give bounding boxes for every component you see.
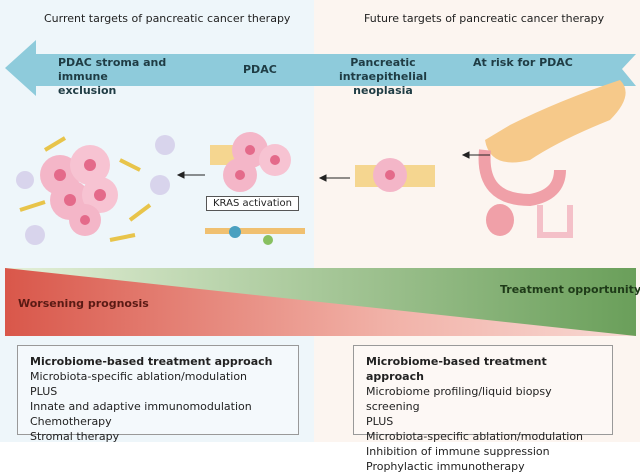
stage-at-risk: At risk for PDAC: [473, 56, 573, 69]
stage-stroma: PDAC stroma and immune exclusion: [58, 56, 167, 97]
treatment-opportunity-label: Treatment opportunity: [500, 283, 640, 296]
membrane-signaling: [205, 226, 305, 245]
box-item: Microbiota-specific ablation/modulation: [30, 370, 248, 383]
pancreas-organs: [478, 80, 626, 238]
current-treatment-box: Microbiome-based treatment approach Micr…: [17, 345, 299, 443]
box-item: Chemotherapy: [30, 415, 112, 428]
box-item: Innate and adaptive immunomodulation: [30, 400, 252, 413]
kras-activation-label: KRAS activation: [206, 196, 299, 211]
stage-panin: Pancreatic intraepithelial neoplasia: [338, 56, 428, 97]
diagram-graphics: [5, 40, 636, 336]
box-title: Microbiome-based treatment approach: [366, 355, 547, 383]
tumor-cells-pdac: [210, 132, 291, 192]
tumor-cells-stroma: [16, 135, 175, 245]
box-item: PLUS: [366, 415, 394, 428]
progression-arrows: [176, 151, 490, 182]
progression-arrow: [5, 40, 636, 96]
header-current: Current targets of pancreatic cancer the…: [44, 12, 291, 25]
box-item: PLUS: [30, 385, 58, 398]
stage-pdac: PDAC: [243, 63, 277, 76]
box-item: Microbiota-specific ablation/modulation: [366, 430, 584, 443]
box-title: Microbiome-based treatment approach: [30, 355, 273, 368]
worsening-prognosis-label: Worsening prognosis: [18, 297, 149, 310]
header-future: Future targets of pancreatic cancer ther…: [364, 12, 605, 25]
box-item: Prophylactic immunotherapy: [366, 460, 525, 473]
pin-cells: [355, 158, 435, 192]
box-item: Stromal therapy: [30, 430, 120, 443]
future-treatment-box: Microbiome-based treatment approach Micr…: [353, 345, 613, 473]
box-item: Inhibition of immune suppression: [366, 445, 550, 458]
box-item: Microbiome profiling/liquid biopsy scree…: [366, 385, 552, 413]
prognosis-wedge: [5, 268, 636, 336]
